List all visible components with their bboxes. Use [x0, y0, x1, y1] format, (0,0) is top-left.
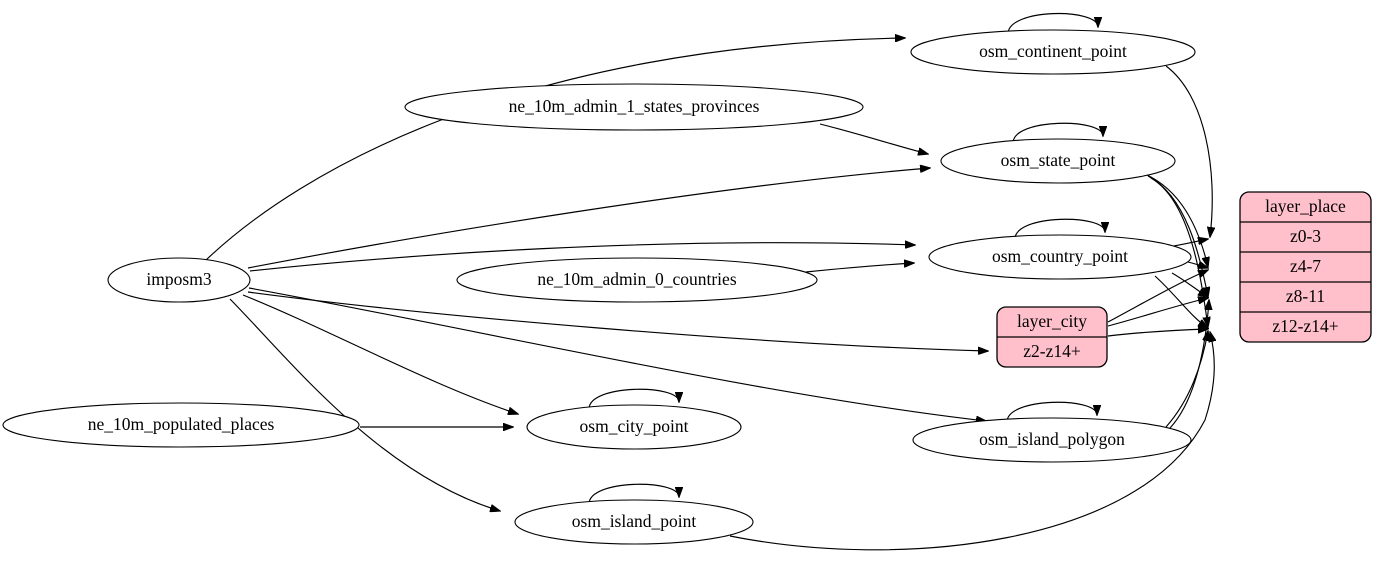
table-layer_city[interactable]: layer_city z2-z14+ [996, 306, 1108, 368]
edge-osm_state_point-to-layer_place-z4-7 [1144, 173, 1208, 267]
node-ne_10m_admin_1_states_provinces[interactable]: ne_10m_admin_1_states_provinces [404, 83, 864, 131]
node-osm_island_polygon[interactable]: osm_island_polygon [912, 417, 1192, 463]
node-osm_continent_point[interactable]: osm_continent_point [910, 29, 1196, 75]
nodes-layer: imposm3 ne_10m_populated_places ne_10m_a… [2, 29, 1196, 545]
edge-osm_country_point-self-loop [1014, 218, 1105, 240]
edge-osm_island_polygon-self-loop [1006, 401, 1097, 423]
edge-imposm3-to-osm_island_point [229, 298, 500, 511]
edges-layer [204, 13, 1214, 551]
edge-imposm3-to-layer_city [247, 291, 988, 351]
edge-osm_state_point-self-loop [1012, 122, 1103, 144]
edge-imposm3-to-osm_island_polygon [248, 287, 986, 421]
edge-osm_island_point-to-layer_place-z12-z14plus [729, 332, 1214, 551]
node-osm_city_point[interactable]: osm_city_point [526, 404, 742, 450]
node-osm_island_point[interactable]: osm_island_point [514, 499, 754, 545]
edge-imposm3-to-osm_country_point [249, 243, 915, 272]
edge-osm_continent_point-to-layer_place-z0-3 [1165, 65, 1212, 237]
edge-layer_city-to-layer_place-z4-7 [1107, 270, 1208, 323]
node-ne_10m_populated_places[interactable]: ne_10m_populated_places [2, 402, 360, 448]
edge-osm_continent_point-self-loop [1007, 13, 1098, 35]
edge-osm_island_polygon-to-layer_place-z12-z14plus [1165, 331, 1208, 428]
edge-layer_city-to-layer_place-z12-z14plus [1107, 329, 1208, 337]
edge-osm_country_point-to-layer_place-z4-7 [1187, 262, 1208, 268]
node-ne_10m_admin_0_countries[interactable]: ne_10m_admin_0_countries [456, 257, 818, 303]
edge-ne_10m_admin_0_countries-to-osm_country_point [805, 263, 914, 273]
edge-imposm3-to-osm_city_point [242, 294, 518, 414]
edge-osm_country_point-to-layer_place-z12-z14plus [1154, 275, 1208, 328]
edge-layer_city-to-layer_place-z8-11 [1107, 298, 1208, 327]
table-layer_place[interactable]: layer_place z0-3 z4-7 z8-11 z12-z14+ [1239, 191, 1372, 343]
edge-osm_island_point-self-loop [588, 483, 679, 505]
edge-osm_country_point-to-layer_place-z8-11 [1171, 272, 1208, 297]
edge-imposm3-to-osm_state_point [247, 168, 930, 269]
edge-osm_island_polygon-to-layer_place-z8-11 [1169, 300, 1209, 429]
edge-imposm3-to-osm_continent_point [204, 38, 905, 262]
edge-osm_city_point-self-loop [588, 388, 679, 410]
node-osm_country_point[interactable]: osm_country_point [928, 234, 1192, 280]
node-osm_state_point[interactable]: osm_state_point [940, 138, 1176, 184]
node-imposm3[interactable]: imposm3 [107, 257, 251, 303]
edge-ne_10m_admin_1_states_provinces-to-osm_state_point [819, 123, 928, 154]
edge-osm_state_point-to-layer_place-z12-z14plus [1150, 177, 1208, 327]
